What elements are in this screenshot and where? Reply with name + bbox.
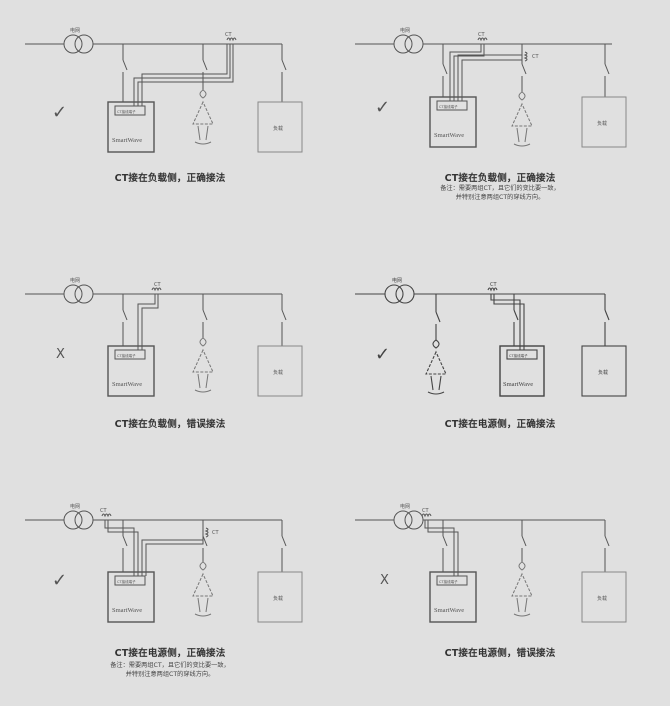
- note-line-2: 并特别注意两组CT的穿线方向。: [455, 194, 545, 201]
- correct-mark-icon: ✓: [52, 102, 67, 123]
- grid-label: 电网: [400, 27, 410, 34]
- note-line-1: 备注：需要两组CT，且它们的变比要一致，: [110, 662, 230, 669]
- ct-label: CT: [225, 32, 232, 38]
- panel-4-caption: CT接在电源侧，正确接法: [444, 419, 556, 430]
- correct-mark-icon: ✓: [52, 570, 67, 591]
- load-label: 负载: [273, 125, 283, 132]
- grid-label: 电网: [400, 503, 410, 510]
- load-label: 负载: [597, 120, 607, 127]
- load-label: 负载: [273, 595, 283, 602]
- panel-1-diagram: 电网 CT CT接线端子 SmartWave 负载 ✓: [25, 27, 303, 153]
- load-label: 负载: [597, 595, 607, 602]
- panel-5-note: 备注：需要两组CT，且它们的变比要一致， 并特别注意两组CT的穿线方向。: [20, 661, 320, 679]
- panel-1-caption: CT接在负载侧，正确接法: [114, 173, 226, 184]
- ct-label: CT: [490, 282, 497, 288]
- meter-terminal-label: CT接线端子: [509, 353, 528, 358]
- ct-label: CT: [532, 54, 539, 60]
- smartwave-label: SmartWave: [112, 607, 142, 614]
- load-label: 负载: [598, 369, 608, 376]
- grid-label: 电网: [70, 503, 80, 510]
- ct-label: CT: [100, 508, 107, 514]
- panel-4-diagram: 电网 CT CT接线端子 SmartWave 负载 ✓: [355, 277, 627, 397]
- ct-label: CT: [478, 32, 485, 38]
- correct-mark-icon: ✓: [375, 344, 390, 365]
- grid-label: 电网: [70, 277, 80, 284]
- meter-terminal-label: CT接线端子: [117, 353, 136, 358]
- panel-3-diagram: 电网 CT CT接线端子 SmartWave 负载 X: [25, 277, 303, 397]
- grid-label: 电网: [392, 277, 402, 284]
- meter-terminal-label: CT接线端子: [117, 109, 136, 114]
- meter-terminal-label: CT接线端子: [439, 579, 458, 584]
- note-line-1: 备注：需要两组CT，且它们的变比要一致，: [440, 185, 560, 192]
- panel-6-caption: CT接在电源侧，错误接法: [444, 648, 556, 659]
- correct-mark-icon: ✓: [375, 97, 390, 118]
- panel-5-caption: CT接在电源侧，正确接法: [114, 648, 226, 659]
- wrong-mark-icon: X: [380, 573, 389, 588]
- panel-2-note: 备注：需要两组CT，且它们的变比要一致， 并特别注意两组CT的穿线方向。: [350, 184, 650, 202]
- ct-label: CT: [212, 530, 219, 536]
- panel-5-diagram: 电网 CT CT CT接线端子 SmartWave 负载 ✓: [25, 503, 303, 623]
- smartwave-label: SmartWave: [112, 381, 142, 388]
- smartwave-label: SmartWave: [503, 381, 533, 388]
- load-label: 负载: [273, 369, 283, 376]
- wrong-mark-icon: X: [56, 347, 65, 362]
- panel-3-caption: CT接在负载侧，错误接法: [114, 419, 226, 430]
- note-line-2: 并特别注意两组CT的穿线方向。: [125, 671, 215, 678]
- panel-6-diagram: 电网 CT CT接线端子 SmartWave 负载 X: [355, 503, 627, 623]
- meter-terminal-label: CT接线端子: [439, 104, 458, 109]
- panel-2-diagram: 电网 CT CT CT接线端子 SmartWave 负载 ✓: [355, 27, 627, 148]
- meter-terminal-label: CT接线端子: [117, 579, 136, 584]
- grid-label: 电网: [70, 27, 80, 34]
- smartwave-label: SmartWave: [112, 137, 142, 144]
- smartwave-label: SmartWave: [434, 607, 464, 614]
- smartwave-label: SmartWave: [434, 132, 464, 139]
- ct-label: CT: [422, 508, 429, 514]
- ct-label: CT: [154, 282, 161, 288]
- panel-2-caption: CT接在负载侧，正确接法: [444, 173, 556, 184]
